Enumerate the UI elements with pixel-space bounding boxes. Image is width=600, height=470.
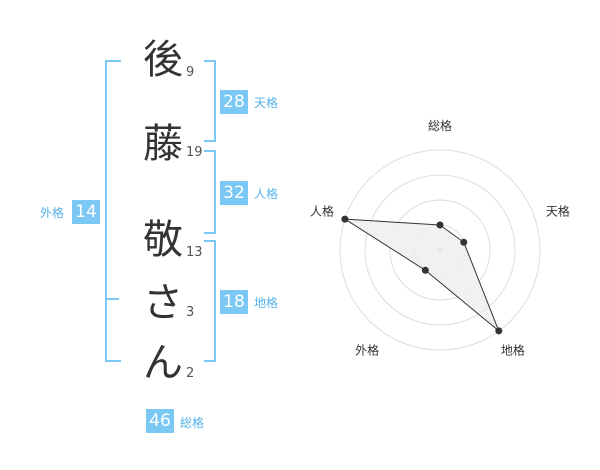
gaikaku-bracket	[105, 60, 121, 362]
tenkaku-bracket	[204, 60, 216, 142]
tenkaku-label: 天格	[254, 96, 279, 110]
radar-polygon	[344, 218, 500, 332]
jinkaku-label: 人格	[254, 187, 279, 201]
name-char-1: 後	[143, 37, 183, 83]
radar-axis-label-3: 地格	[501, 342, 525, 357]
gaikaku-value: 14	[72, 200, 100, 224]
radar-axis-label-1: 総格	[428, 118, 452, 133]
radar-point-1	[436, 221, 444, 229]
radar-axis-label-5: 人格	[310, 204, 334, 219]
name-char-4: さ	[143, 280, 183, 326]
radar-point-4	[421, 266, 429, 274]
stroke-count-3: 13	[186, 245, 203, 260]
radar-axis-label-2: 天格	[546, 204, 570, 219]
stroke-count-5: 2	[186, 366, 195, 381]
gaikaku-label: 外格	[40, 206, 65, 220]
stroke-count-1: 9	[186, 65, 195, 80]
radar-point-5	[341, 215, 349, 223]
chikaku-value: 18	[220, 290, 248, 314]
jinkaku-value: 32	[220, 181, 248, 205]
radar-axis-label-4: 外格	[355, 342, 379, 357]
soukaku-label: 総格	[180, 416, 205, 430]
gaikaku-bracket-tick	[105, 298, 119, 300]
radar-point-2	[460, 238, 468, 246]
name-char-5: ん	[143, 340, 183, 386]
radar-ring-4	[339, 149, 541, 351]
jinkaku-bracket	[204, 150, 216, 234]
radar-ring-2	[389, 199, 491, 301]
name-char-2: 藤	[143, 121, 183, 167]
name-char-3: 敬	[143, 217, 183, 263]
stroke-count-2: 19	[186, 145, 203, 160]
radar-ring-3	[364, 174, 516, 326]
chikaku-label: 地格	[254, 296, 279, 310]
chikaku-bracket	[204, 240, 216, 362]
stroke-count-4: 3	[186, 305, 195, 320]
soukaku-value: 46	[146, 409, 174, 433]
tenkaku-value: 28	[220, 90, 248, 114]
radar-point-3	[495, 327, 503, 335]
